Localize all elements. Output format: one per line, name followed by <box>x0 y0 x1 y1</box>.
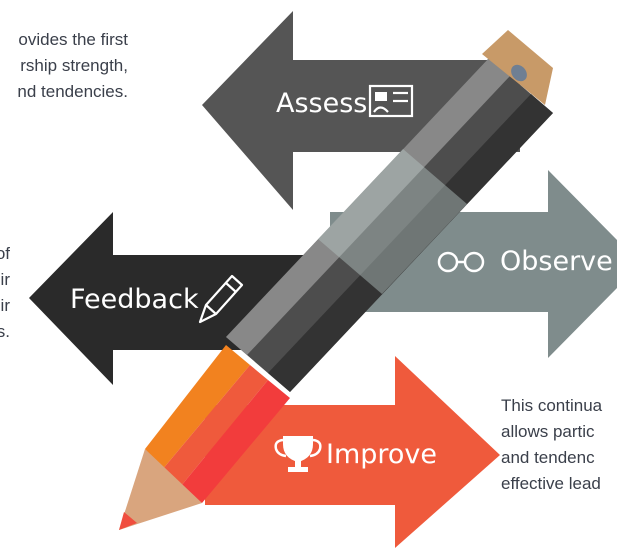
text-line: allows partic <box>501 422 595 441</box>
pencil-eraser <box>511 64 527 82</box>
improve-label: Improve <box>326 439 437 470</box>
id-card-icon <box>368 84 414 118</box>
pencil-stripe-coral <box>162 365 268 486</box>
text-block-right: This continua allows partic and tendenc … <box>501 393 602 497</box>
improve-arrow-shape <box>205 356 500 548</box>
improve-arrow: Improve <box>205 356 500 548</box>
text-line: s. <box>0 322 10 341</box>
text-line: rship strength, <box>20 56 128 75</box>
text-line: of <box>0 244 10 263</box>
feedback-label: Feedback <box>70 284 199 315</box>
text-block-top: ovides the first rship strength, nd tend… <box>17 27 128 105</box>
pencil-band <box>318 149 467 294</box>
pencil-stripe-red <box>181 380 290 503</box>
text-line: effective lead <box>501 474 601 493</box>
text-line: This continua <box>501 396 603 415</box>
pencil-stripe-orange <box>145 345 250 470</box>
pencil-tip <box>119 512 137 530</box>
pencil-icon <box>198 274 244 324</box>
text-block-left: of ir ir s. <box>0 241 10 345</box>
pencil-wood <box>119 449 202 530</box>
glasses-icon <box>437 251 485 273</box>
text-line: ir <box>0 270 10 289</box>
assess-arrow-shape <box>202 11 520 210</box>
assess-label: Assess <box>276 88 367 119</box>
text-line: and tendenc <box>501 448 595 467</box>
assess-arrow: Assess <box>202 11 520 210</box>
text-line: nd tendencies. <box>17 82 128 101</box>
pencil-body-highlight <box>226 58 510 355</box>
text-line: ovides the first <box>18 30 128 49</box>
pencil-graphic <box>119 30 553 530</box>
pencil-body <box>226 58 553 392</box>
observe-label: Observe <box>500 246 613 277</box>
trophy-icon <box>274 436 322 472</box>
text-line: ir <box>0 296 10 315</box>
pencil-body-shadow <box>268 94 553 392</box>
